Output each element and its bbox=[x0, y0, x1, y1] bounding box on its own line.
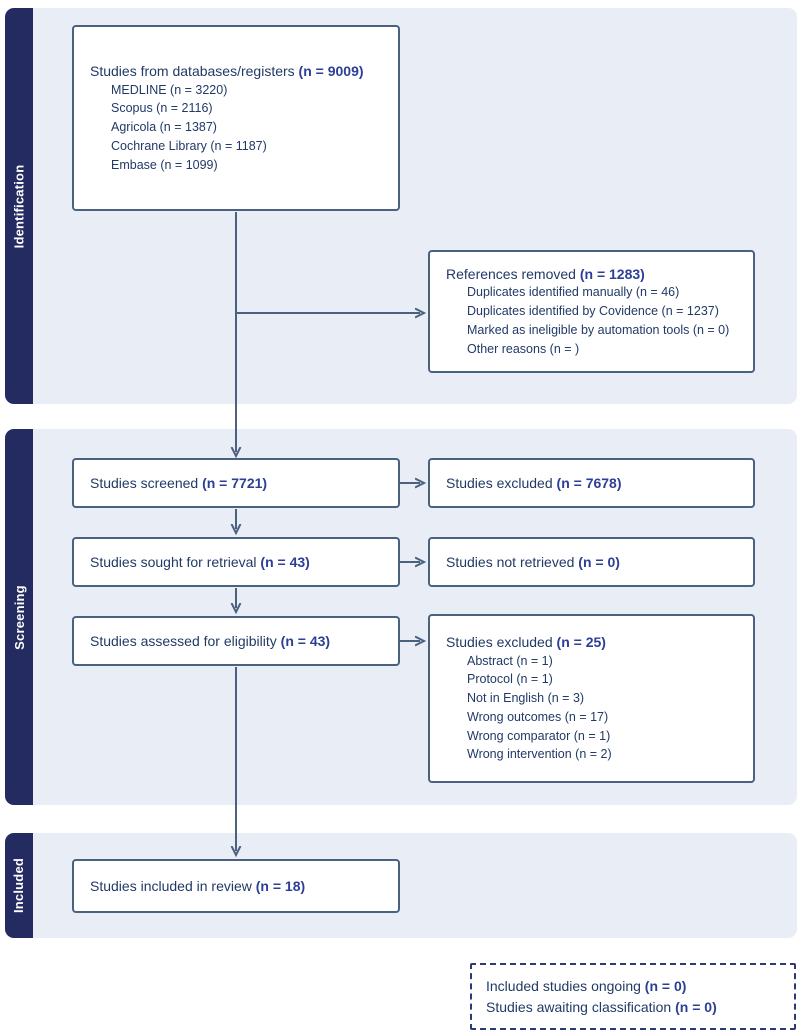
box-studies-not-retrieved: Studies not retrieved (n = 0) bbox=[428, 537, 755, 587]
count: (n = 9009) bbox=[298, 62, 364, 79]
exclusion-reason-item: Not in English (n = 3) bbox=[467, 691, 585, 706]
box-studies-excluded-screening: Studies excluded (n = 7678) bbox=[428, 458, 755, 508]
label: Studies not retrieved bbox=[446, 553, 579, 570]
box-studies-screened: Studies screened (n = 7721) bbox=[72, 458, 400, 508]
label: Studies screened bbox=[90, 474, 203, 491]
count: (n = 7678) bbox=[556, 474, 622, 491]
band-included-label: Included bbox=[11, 857, 27, 914]
band-identification-label: Identification bbox=[11, 164, 27, 248]
count: (n = 18) bbox=[255, 877, 306, 894]
box-studies-included-review-title: Studies included in review (n = 18) bbox=[90, 877, 390, 896]
box-studies-sought-title: Studies sought for retrieval (n = 43) bbox=[90, 553, 390, 572]
removed-reason-item: Duplicates identified manually (n = 46) bbox=[467, 285, 680, 300]
box-studies-sought: Studies sought for retrieval (n = 43) bbox=[72, 537, 400, 587]
exclusion-reason-item: Wrong outcomes (n = 17) bbox=[467, 709, 609, 724]
box-studies-screened-title: Studies screened (n = 7721) bbox=[90, 474, 390, 493]
box-studies-included-review: Studies included in review (n = 18) bbox=[72, 859, 400, 913]
ongoing-line: Included studies ongoing (n = 0) bbox=[486, 976, 794, 997]
count: (n = 0) bbox=[578, 553, 620, 570]
band-screening-label: Screening bbox=[11, 584, 27, 650]
count: (n = 25) bbox=[556, 633, 606, 650]
awaiting-line: Studies awaiting classification (n = 0) bbox=[486, 997, 794, 1018]
count: (n = 43) bbox=[260, 553, 310, 570]
exclusion-reason-item: Wrong comparator (n = 1) bbox=[467, 728, 611, 743]
box-studies-not-retrieved-title: Studies not retrieved (n = 0) bbox=[446, 553, 745, 572]
box-studies-excluded-eligibility: Studies excluded (n = 25) Abstract (n = … bbox=[428, 614, 755, 783]
label: Included studies ongoing bbox=[486, 977, 645, 994]
label: Studies excluded bbox=[446, 474, 557, 491]
box-studies-from-databases: Studies from databases/registers (n = 90… bbox=[72, 25, 400, 211]
exclusion-reason-item: Wrong intervention (n = 2) bbox=[467, 747, 612, 762]
box-studies-excluded-eligibility-title: Studies excluded (n = 25) bbox=[446, 633, 745, 652]
database-item: MEDLINE (n = 3220) bbox=[111, 82, 228, 97]
box-references-removed-title: References removed (n = 1283) bbox=[446, 265, 745, 284]
count: (n = 7721) bbox=[202, 474, 268, 491]
label: Studies awaiting classification bbox=[486, 998, 676, 1015]
count: (n = 0) bbox=[644, 977, 687, 994]
database-item: Embase (n = 1099) bbox=[111, 157, 218, 172]
label: References removed bbox=[446, 265, 580, 282]
removed-reason-item: Other reasons (n = ) bbox=[467, 341, 580, 356]
removed-reason-item: Marked as ineligible by automation tools… bbox=[467, 322, 730, 337]
database-item: Scopus (n = 2116) bbox=[111, 101, 213, 116]
count: (n = 0) bbox=[675, 998, 717, 1015]
box-studies-excluded-screening-title: Studies excluded (n = 7678) bbox=[446, 474, 745, 493]
removed-reason-item: Duplicates identified by Covidence (n = … bbox=[467, 304, 719, 319]
label: Studies excluded bbox=[446, 633, 557, 650]
count: (n = 43) bbox=[280, 632, 331, 649]
label: Studies included in review bbox=[90, 877, 256, 894]
box-ongoing-awaiting: Included studies ongoing (n = 0) Studies… bbox=[470, 963, 796, 1030]
box-studies-from-databases-title: Studies from databases/registers (n = 90… bbox=[90, 62, 390, 81]
box-references-removed: References removed (n = 1283) Duplicates… bbox=[428, 250, 755, 373]
label: Studies assessed for eligibility bbox=[90, 632, 281, 649]
label: Studies from databases/registers bbox=[90, 62, 299, 79]
box-studies-assessed-title: Studies assessed for eligibility (n = 43… bbox=[90, 632, 390, 651]
band-screening-bar: Screening bbox=[5, 429, 33, 805]
band-included-bar: Included bbox=[5, 833, 33, 938]
band-identification-bar: Identification bbox=[5, 8, 33, 404]
box-studies-assessed: Studies assessed for eligibility (n = 43… bbox=[72, 616, 400, 666]
exclusion-reason-item: Abstract (n = 1) bbox=[467, 653, 553, 668]
database-item: Cochrane Library (n = 1187) bbox=[111, 138, 267, 153]
label: Studies sought for retrieval bbox=[90, 553, 261, 570]
count: (n = 1283) bbox=[579, 265, 645, 282]
database-item: Agricola (n = 1387) bbox=[111, 120, 217, 135]
exclusion-reason-item: Protocol (n = 1) bbox=[467, 672, 553, 687]
